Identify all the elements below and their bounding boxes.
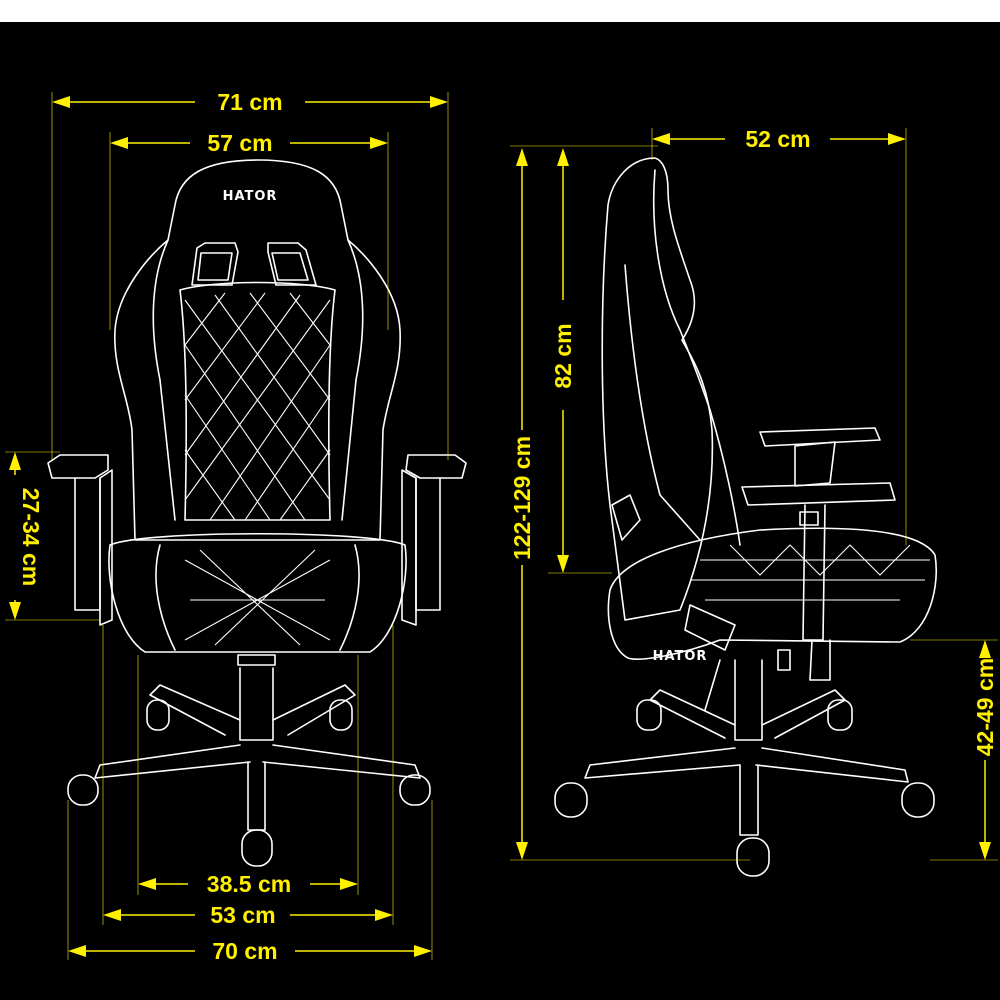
- front-chair-drawing: [47, 159, 467, 867]
- overall-width-label: 71 cm: [217, 89, 282, 115]
- seat-span-label: 53 cm: [210, 902, 275, 928]
- base-width-label: 70 cm: [212, 938, 277, 964]
- armrest-height-label: 27-34 cm: [18, 488, 44, 586]
- dimension-lines: [5, 92, 998, 960]
- top-border: [0, 0, 1000, 22]
- backrest-width-label: 57 cm: [207, 130, 272, 156]
- depth-label: 52 cm: [745, 126, 810, 152]
- seat-height-label: 42-49 cm: [972, 658, 998, 756]
- total-height-label: 122-129 cm: [509, 436, 535, 560]
- side-chair-drawing: HATOR: [554, 157, 938, 877]
- side-hator-logo: HATOR: [653, 649, 708, 664]
- backrest-height-label: 82 cm: [550, 323, 576, 388]
- front-hator-logo: HATOR: [223, 189, 278, 204]
- seat-width-label: 38.5 cm: [207, 871, 291, 897]
